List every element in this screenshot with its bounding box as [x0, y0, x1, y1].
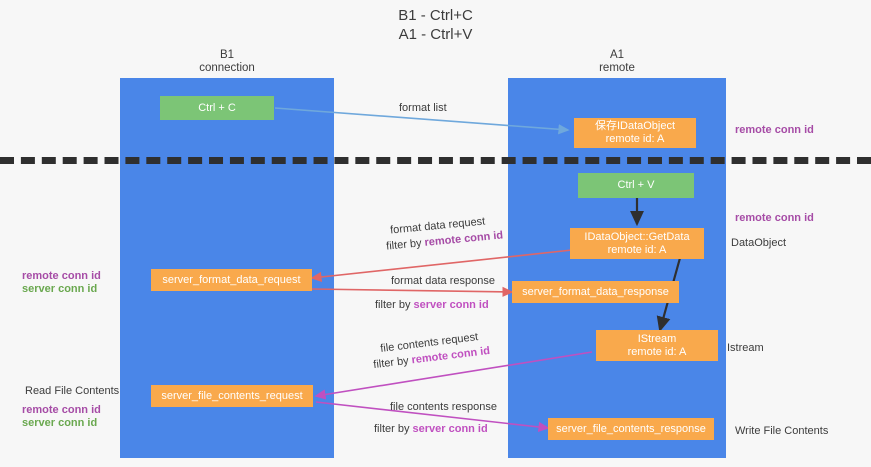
box-server-format-data-request[interactable]: server_format_data_request [151, 269, 312, 291]
arrow-label-format-data-response: format data response [391, 275, 495, 287]
box-server-format-data-request-label: server_format_data_request [162, 273, 301, 286]
lane-a1-subtitle: remote [599, 62, 635, 74]
box-ctrl-c-label: Ctrl + C [198, 101, 236, 114]
label-left-server-conn-id: server conn id [22, 283, 98, 295]
label-write-file-contents: Write File Contents [735, 425, 829, 437]
box-istream-line1: IStream [637, 332, 677, 345]
label-remote-conn-id-top: remote conn id [735, 124, 814, 136]
box-idataobject-top-line2: remote id: A [605, 133, 665, 145]
label-remote-conn-id-mid: remote conn id [735, 212, 814, 224]
box-idataobject-top[interactable]: 保存IDataObject remote id: A [574, 118, 696, 148]
box-server-format-data-response[interactable]: server_format_data_response [512, 281, 679, 303]
box-idataobject-getdata[interactable]: IDataObject::GetData remote id: A [570, 228, 704, 259]
filter-prefix-4: filter by [374, 423, 413, 435]
section-divider [0, 157, 871, 164]
box-getdata-line2: remote id: A [607, 243, 667, 256]
filter-prefix-3: filter by [372, 354, 413, 372]
arrow-label-format-data-response-filter: filter by server conn id [375, 298, 489, 312]
filter-id-server-conn: server conn id [413, 299, 489, 311]
lane-header-a1: A1 remote [557, 49, 677, 75]
diagram-title: B1 - Ctrl+C A1 - Ctrl+V [0, 6, 871, 44]
arrow-label-file-contents-response-filter: filter by server conn id [374, 422, 488, 436]
box-istream[interactable]: IStream remote id: A [596, 330, 718, 361]
filter-prefix: filter by [385, 236, 426, 253]
box-server-file-contents-response-label: server_file_contents_response [556, 422, 706, 435]
box-ctrl-v[interactable]: Ctrl + V [578, 173, 694, 198]
filter-id-server-conn-2: server conn id [412, 423, 488, 435]
box-ctrl-v-label: Ctrl + V [617, 179, 655, 191]
title-line-2: A1 - Ctrl+V [398, 26, 473, 43]
lane-b1-subtitle: connection [199, 62, 255, 74]
arrow-label-format-list: format list [399, 102, 447, 114]
box-server-file-contents-request[interactable]: server_file_contents_request [151, 385, 313, 407]
lane-a1-title: A1 [609, 49, 625, 61]
lane-header-b1: B1 connection [167, 49, 287, 75]
filter-prefix-2: filter by [375, 299, 414, 311]
box-istream-line2: remote id: A [627, 345, 687, 358]
title-line-1: B1 - Ctrl+C [398, 7, 473, 24]
box-idataobject-top-line1: 保存IDataObject [594, 120, 676, 132]
box-server-format-data-response-label: server_format_data_response [522, 285, 669, 298]
label-dataobject: DataObject [731, 237, 787, 249]
label-left-server-conn-id-2: server conn id [22, 417, 98, 429]
box-server-file-contents-response[interactable]: server_file_contents_response [548, 418, 714, 440]
box-getdata-line1: IDataObject::GetData [584, 230, 690, 243]
arrow-label-file-contents-response: file contents response [390, 401, 498, 413]
label-left-remote-conn-id: remote conn id [22, 270, 101, 282]
box-ctrl-c[interactable]: Ctrl + C [160, 96, 274, 120]
lane-b1-title: B1 [219, 49, 235, 61]
box-server-file-contents-request-label: server_file_contents_request [161, 389, 303, 402]
label-istream: Istream [727, 342, 764, 354]
label-left-remote-conn-id-2: remote conn id [22, 404, 101, 416]
label-read-file-contents: Read File Contents [25, 385, 120, 397]
